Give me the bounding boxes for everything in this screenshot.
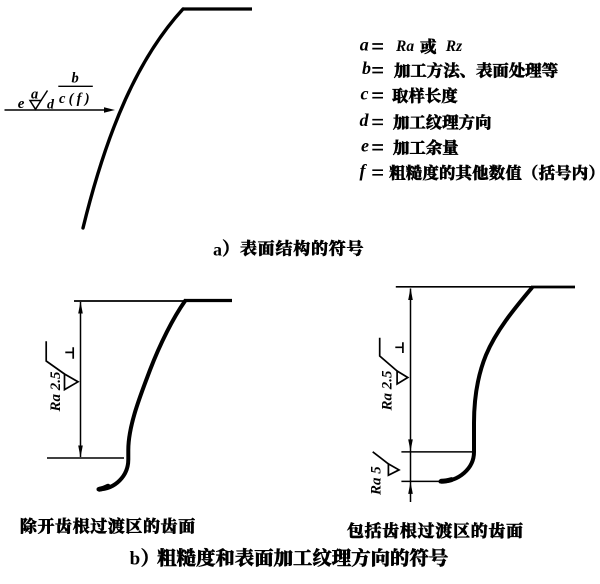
svg-text:b: b	[72, 71, 79, 87]
svg-text:a: a	[31, 87, 38, 103]
svg-text:c: c	[361, 83, 369, 103]
svg-text:c(f): c(f)	[59, 91, 93, 107]
svg-text:Ra: Ra	[395, 38, 414, 55]
svg-text:f: f	[360, 161, 368, 181]
svg-text:a: a	[213, 240, 222, 260]
svg-text:Ra 2.5: Ra 2.5	[380, 370, 396, 412]
svg-text:b: b	[362, 58, 371, 78]
svg-text:Rz: Rz	[445, 38, 462, 55]
svg-text:Ra 2.5: Ra 2.5	[48, 371, 64, 413]
svg-text:e: e	[361, 135, 369, 155]
svg-text:Ra 5: Ra 5	[369, 466, 385, 496]
svg-text:b: b	[130, 549, 141, 570]
svg-text:d: d	[360, 110, 370, 130]
svg-text:d: d	[47, 97, 55, 112]
svg-text:e: e	[18, 96, 25, 112]
svg-text:a: a	[360, 34, 369, 54]
